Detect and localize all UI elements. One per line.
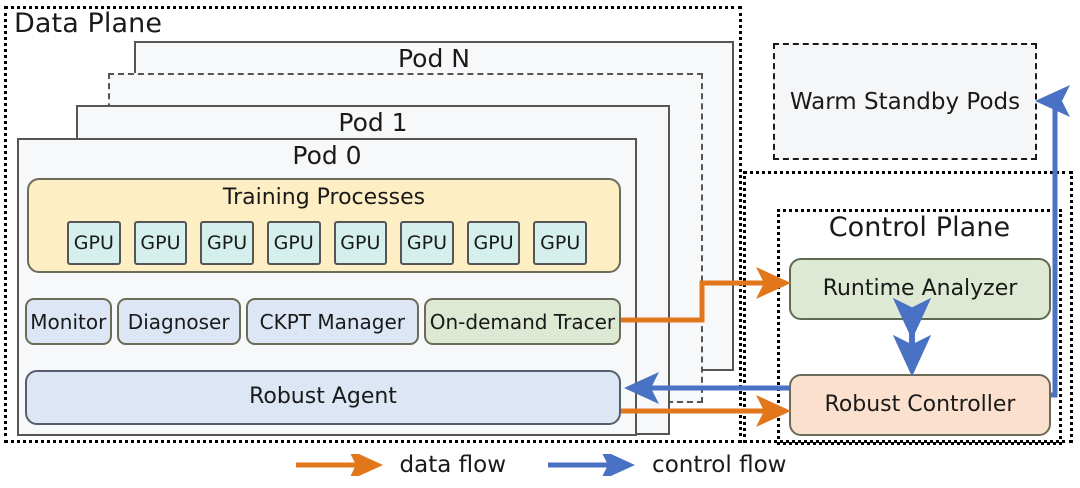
gpu-label: GPU: [207, 232, 248, 254]
gpu-label: GPU: [473, 232, 514, 254]
gpu-label: GPU: [540, 232, 581, 254]
legend-item-control-flow: control flow: [546, 452, 786, 478]
component-label: Monitor: [30, 309, 107, 334]
gpu-label: GPU: [406, 232, 447, 254]
data-flow-arrow-icon: [295, 454, 383, 476]
legend: data flow control flow: [0, 452, 1080, 478]
pod-component-row: Monitor Diagnoser CKPT Manager On-demand Tr…: [25, 298, 621, 345]
control-flow-arrow-icon: [548, 454, 636, 476]
control-plane-title: Control Plane: [828, 212, 1011, 243]
robust-controller-box[interactable]: Robust Controller: [789, 374, 1051, 436]
component-diagnoser[interactable]: Diagnoser: [116, 298, 241, 345]
gpu-box[interactable]: GPU: [67, 221, 121, 265]
gpu-box[interactable]: GPU: [333, 221, 388, 265]
legend-label-data-flow: data flow: [399, 452, 507, 478]
gpu-label: GPU: [273, 232, 314, 254]
data-plane-container: [4, 6, 742, 443]
gpu-box[interactable]: GPU: [266, 221, 321, 265]
gpu-box[interactable]: GPU: [200, 221, 254, 265]
gpu-box[interactable]: GPU: [533, 221, 587, 265]
gpu-row: GPU GPU GPU GPU GPU GPU GPU GPU: [67, 221, 587, 265]
warm-standby-pods-box[interactable]: Warm Standby Pods: [773, 43, 1037, 160]
runtime-analyzer-box[interactable]: Runtime Analyzer: [789, 258, 1051, 320]
training-processes-box[interactable]: Training Processes: [27, 178, 621, 273]
runtime-analyzer-label: Runtime Analyzer: [822, 275, 1018, 301]
control-plane-container: [777, 209, 1062, 445]
legend-label-control-flow: control flow: [652, 452, 787, 478]
gpu-label: GPU: [340, 232, 381, 254]
warm-standby-pods-label: Warm Standby Pods: [789, 88, 1021, 115]
training-processes-label: Training Processes: [222, 185, 426, 210]
pod-n-label: Pod N: [398, 44, 470, 73]
robust-agent-label: Robust Agent: [249, 384, 397, 410]
component-label: On-demand Tracer: [429, 309, 616, 334]
gpu-box[interactable]: GPU: [133, 221, 188, 265]
gpu-label: GPU: [140, 232, 181, 254]
component-ckpt-manager[interactable]: CKPT Manager: [245, 298, 419, 345]
robust-controller-label: Robust Controller: [824, 391, 1016, 417]
gpu-label: GPU: [73, 232, 114, 254]
component-on-demand-tracer[interactable]: On-demand Tracer: [423, 298, 621, 345]
legend-item-data-flow: data flow: [294, 452, 507, 478]
component-label: Diagnoser: [127, 309, 230, 334]
data-plane-title: Data Plane: [14, 8, 163, 39]
pod-0-label: Pod 0: [292, 141, 362, 170]
gpu-box[interactable]: GPU: [400, 221, 454, 265]
component-monitor[interactable]: Monitor: [25, 298, 112, 345]
gpu-box[interactable]: GPU: [466, 221, 521, 265]
robust-agent-box[interactable]: Robust Agent: [25, 370, 621, 425]
pod-1-label: Pod 1: [338, 108, 408, 137]
component-label: CKPT Manager: [259, 309, 405, 334]
